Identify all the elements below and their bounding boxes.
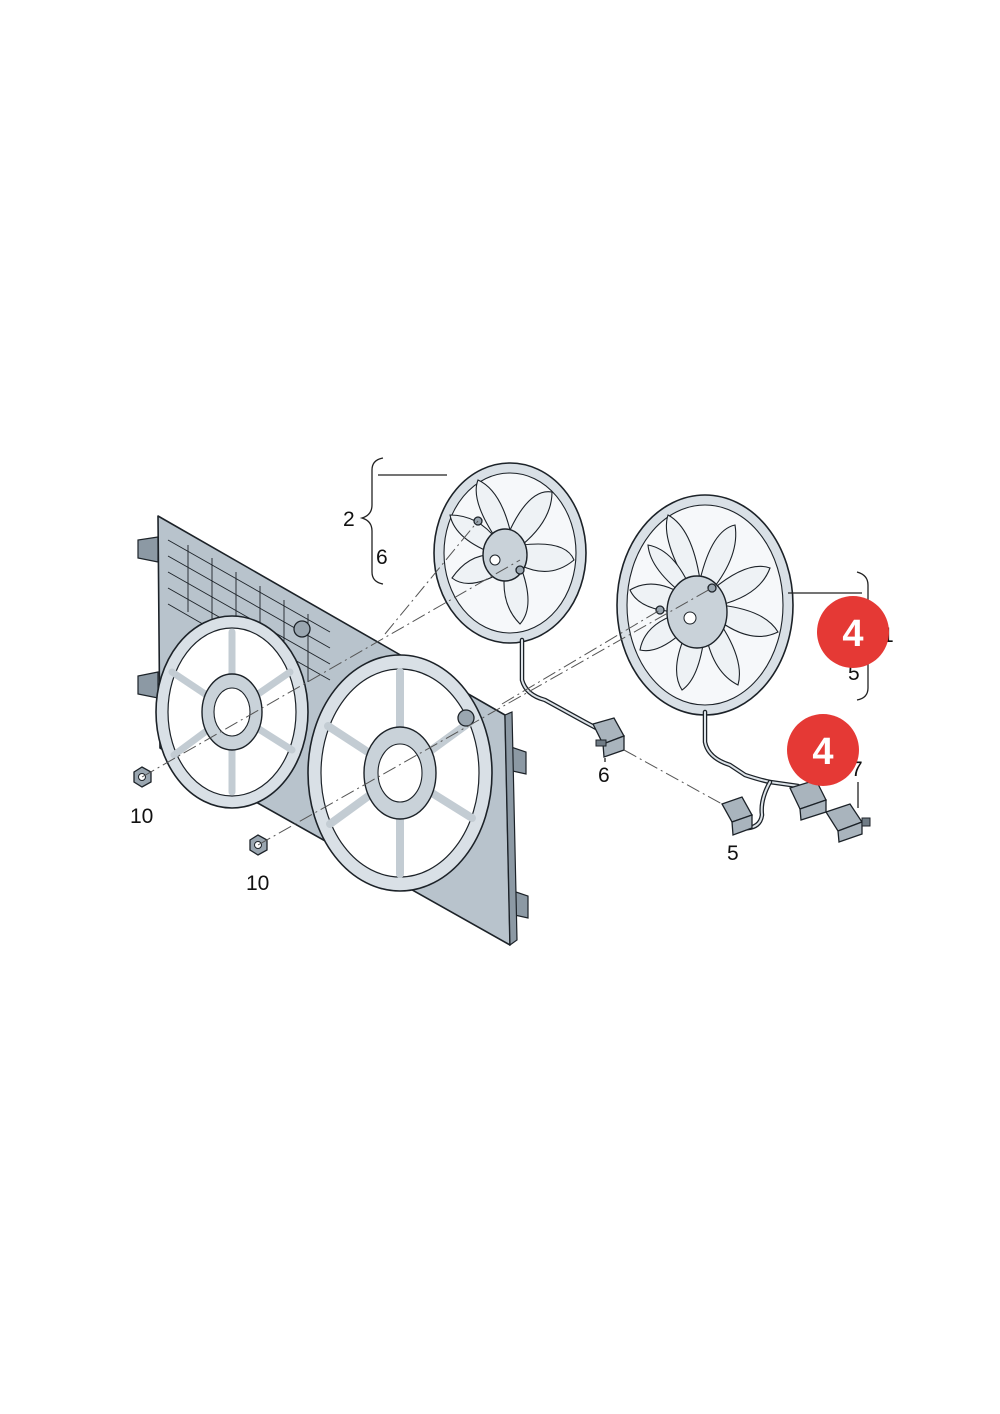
- small-fan-harness: [519, 637, 603, 733]
- connector-7-socket: [789, 779, 827, 821]
- mounting-tab-mid-left: [137, 671, 159, 699]
- callout-7: 7: [851, 758, 863, 781]
- fan-shroud: [137, 515, 529, 947]
- badge-4-lower: 4: [787, 714, 859, 786]
- assembly-lines: [141, 520, 723, 846]
- badge-4-lower-text: 4: [812, 731, 833, 773]
- callout-5-right: 5: [848, 662, 860, 685]
- callout-6-connector: 6: [598, 764, 610, 787]
- callout-5-connector: 5: [727, 842, 739, 865]
- large-fan-harness: [702, 709, 801, 831]
- connector-5: [721, 796, 753, 836]
- callout-2: 2: [343, 508, 355, 531]
- shroud-boss-upper: [293, 620, 311, 638]
- mounting-tab-top-left: [137, 536, 159, 563]
- badge-4-upper-text: 4: [842, 613, 863, 655]
- badge-4-upper: 4: [817, 596, 889, 668]
- right-fan-opening: [307, 654, 493, 892]
- callout-10-upper: 10: [130, 805, 153, 828]
- bracket-2-6: [359, 457, 447, 585]
- callout-10-lower: 10: [246, 872, 269, 895]
- shroud-boss-right: [457, 709, 475, 727]
- left-fan-opening: [155, 615, 309, 809]
- connector-6: [592, 717, 625, 758]
- large-fan: [616, 494, 794, 716]
- callout-6-upper: 6: [376, 546, 388, 569]
- connector-7-plug: [825, 803, 871, 843]
- small-fan: [433, 462, 587, 644]
